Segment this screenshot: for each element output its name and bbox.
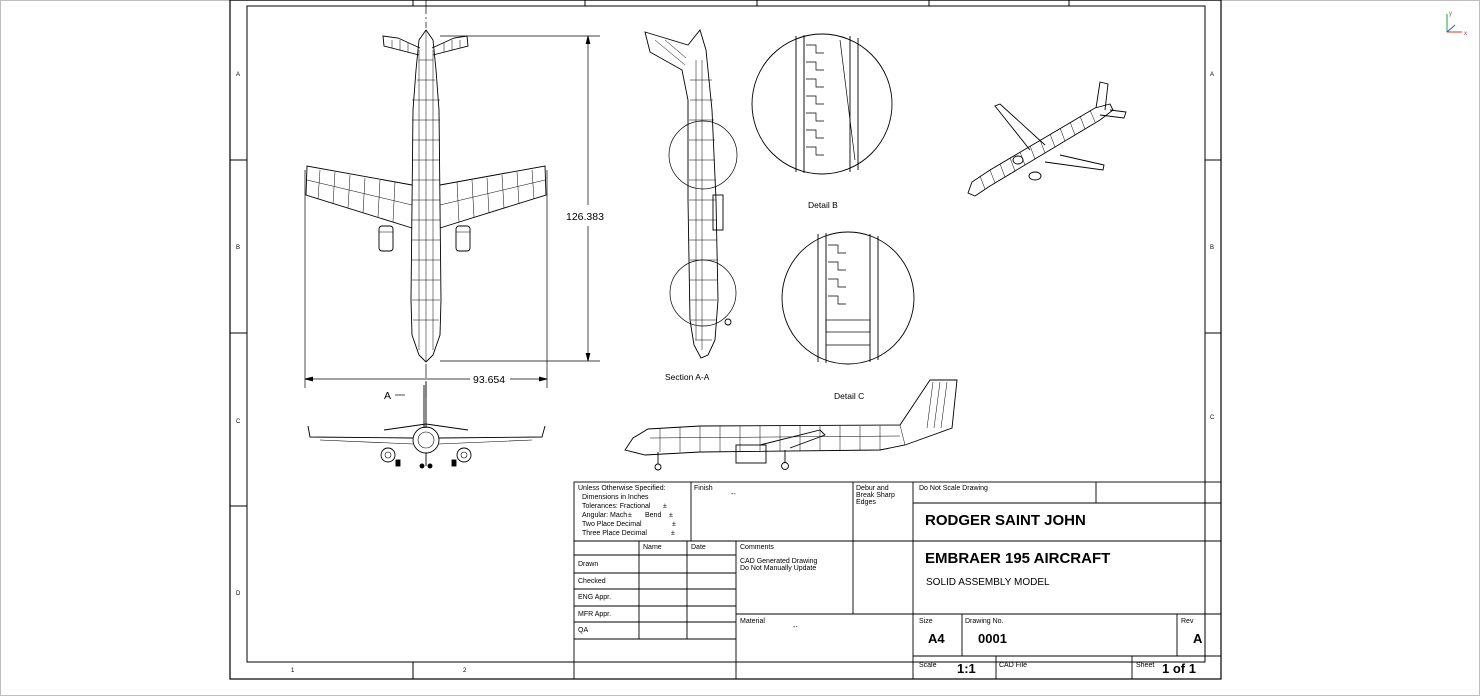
- tol-pm-3: ±: [669, 512, 673, 519]
- height-dimension-label: 126.383: [566, 211, 604, 223]
- drawing-subtitle: SOLID ASSEMBLY MODEL: [926, 577, 1050, 588]
- tol-line-1: Unless Otherwise Specified:: [578, 485, 666, 492]
- material-label: Material: [740, 618, 765, 625]
- debur-label-3: Edges: [856, 499, 876, 506]
- tol-pm-4: ±: [672, 521, 676, 528]
- zone-labels: A B C D A B C 1 2: [236, 72, 1215, 674]
- date-column-header: Date: [691, 544, 706, 551]
- role-drawn: Drawn: [578, 561, 598, 568]
- size-label: Size: [919, 618, 933, 625]
- zone-row-a-left: A: [236, 72, 240, 78]
- tol-pm-1: ±: [663, 503, 667, 510]
- tol-pm-5: ±: [671, 530, 675, 537]
- width-dimension-label: 93.654: [473, 374, 505, 386]
- tol-pm-2: ±: [628, 512, 632, 519]
- isometric-view: [967, 81, 1127, 197]
- zone-row-b-right: B: [1210, 245, 1214, 251]
- top-view: [305, 29, 547, 363]
- zone-row-c-right: C: [1210, 415, 1215, 421]
- detail-c-view: [781, 231, 915, 365]
- sheet-frame: [229, 0, 1222, 680]
- svg-text:y: y: [1449, 11, 1452, 17]
- size-value: A4: [928, 631, 945, 646]
- front-view: [307, 382, 546, 469]
- tol-line-4: Angular: Mach: [582, 512, 627, 519]
- detail-c-label: Detail C: [834, 391, 864, 401]
- zone-row-b-left: B: [236, 245, 240, 251]
- section-view: [644, 29, 738, 359]
- role-eng-appr: ENG Appr.: [578, 594, 611, 601]
- role-checked: Checked: [578, 578, 606, 585]
- rev-value: A: [1193, 631, 1203, 646]
- drawing-title: EMBRAER 195 AIRCRAFT: [925, 550, 1110, 567]
- section-view-label: Section A-A: [665, 372, 710, 382]
- role-mfr-appr: MFR Appr.: [578, 611, 611, 618]
- axis-triad-icon: y x: [1446, 11, 1467, 37]
- cad-file-label: CAD File: [999, 662, 1027, 669]
- do-not-scale-label: Do Not Scale Drawing: [919, 485, 988, 492]
- zone-row-c-left: C: [236, 419, 241, 425]
- debur-label-1: Debur and: [856, 485, 889, 492]
- top-view-dimensions: [304, 0, 600, 398]
- section-marker-label: A: [384, 390, 391, 402]
- side-view: [624, 379, 958, 471]
- tol-line-6: Three Place Decimal: [582, 530, 647, 537]
- sheet-label: Sheet: [1136, 662, 1154, 669]
- name-column-header: Name: [643, 544, 662, 551]
- comments-line-1: CAD Generated Drawing: [740, 558, 818, 565]
- zone-row-d-left: D: [236, 591, 241, 597]
- detail-b-label: Detail B: [808, 200, 838, 210]
- company-name: RODGER SAINT JOHN: [925, 512, 1086, 529]
- detail-b-view: [751, 33, 893, 175]
- title-block-grid: [573, 481, 1222, 680]
- zone-col-1: 1: [291, 668, 295, 674]
- debur-label-2: Break Sharp: [856, 492, 895, 499]
- tol-line-5: Two Place Decimal: [582, 521, 642, 528]
- tol-line-3: Tolerances: Fractional: [582, 503, 651, 510]
- finish-label: Finish: [694, 485, 713, 492]
- svg-text:x: x: [1464, 31, 1467, 37]
- finish-value: --: [731, 491, 736, 498]
- sheet-value: 1 of 1: [1162, 661, 1196, 676]
- zone-row-a-right: A: [1210, 72, 1214, 78]
- tol-line-2: Dimensions in Inches: [582, 494, 649, 501]
- tol-line-4b: Bend: [645, 512, 661, 519]
- drawing-no-value: 0001: [978, 631, 1007, 646]
- title-block-text: Unless Otherwise Specified: Dimensions i…: [578, 485, 1203, 676]
- drawing-no-label: Drawing No.: [965, 618, 1004, 625]
- role-qa: QA: [578, 627, 588, 634]
- scale-value: 1:1: [957, 661, 976, 676]
- material-value: --: [793, 624, 798, 631]
- comments-line-2: Do Not Manually Update: [740, 565, 816, 572]
- scale-label: Scale: [919, 662, 937, 669]
- comments-label: Comments: [740, 544, 774, 551]
- zone-col-2: 2: [463, 668, 467, 674]
- rev-label: Rev: [1181, 618, 1194, 625]
